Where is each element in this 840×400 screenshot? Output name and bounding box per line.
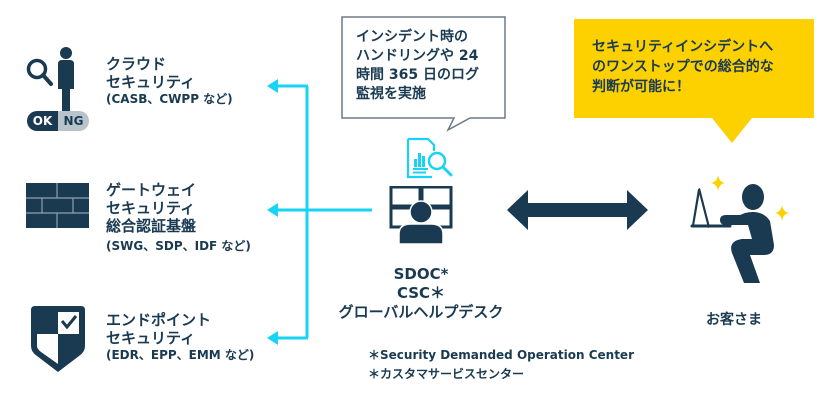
- callout-line: のワンストップでの総合的な: [592, 59, 774, 75]
- ok-ng-badge: OK NG: [27, 111, 89, 131]
- bubble-line: 時間 365 日のログ: [356, 67, 479, 83]
- badge-ok: OK: [27, 111, 58, 131]
- speech-bubble: [341, 16, 506, 132]
- category-title-line: セキュリティ: [106, 329, 196, 347]
- shield-check-icon: [31, 306, 85, 372]
- arrowhead-cloud-icon: [267, 79, 278, 93]
- monitoring-operator-icon: [389, 186, 453, 244]
- sparkle-icon: [711, 175, 725, 191]
- sparkle-icon: [775, 205, 789, 221]
- category-title-line: セキュリティ: [106, 73, 196, 91]
- category-title-line: セキュリティ: [106, 199, 196, 217]
- firewall-icon: [26, 183, 89, 228]
- double-arrow-icon: [507, 190, 648, 230]
- category-examples: (SWG、SDP、IDF など): [106, 239, 251, 253]
- speech-bubble-text: インシデント時の ハンドリングや 24 時間 365 日のログ 監視を実施: [356, 28, 501, 104]
- category-title-line: 総合認証基盤: [106, 217, 197, 235]
- arrowhead-gateway-icon: [267, 203, 278, 217]
- callout-line: 判断が可能に！: [592, 79, 690, 95]
- center-label-line: グローバルヘルプデスク: [338, 303, 504, 321]
- person-magnifier-icon: [26, 47, 74, 114]
- bubble-line: インシデント時の: [356, 29, 468, 45]
- footnote: ＊Security Demanded Operation Center: [368, 348, 634, 362]
- category-title-line: クラウド: [106, 55, 167, 73]
- yellow-callout: [574, 19, 814, 143]
- category-title-line: エンドポイント: [106, 311, 212, 329]
- report-analysis-icon: [406, 137, 453, 179]
- badge-ng: NG: [58, 111, 89, 131]
- callout-line: セキュリティインシデントへ: [592, 39, 774, 55]
- category-examples: (CASB、CWPP など): [106, 92, 233, 106]
- customer-label: お客さま: [706, 312, 762, 328]
- category-examples: (EDR、EPP、EMM など): [106, 348, 255, 362]
- bubble-line: ハンドリングや 24: [356, 48, 479, 64]
- footnote: ＊カスタマサービスセンター: [368, 367, 525, 381]
- footnotes: ＊Security Demanded Operation Center ＊カスタ…: [368, 346, 634, 384]
- center-label: SDOC* CSC＊ グローバルヘルプデスク: [300, 265, 542, 322]
- category-title-line: ゲートウェイ: [106, 181, 197, 199]
- arrowhead-endpoint-icon: [267, 331, 278, 345]
- customer-at-computer-icon: [690, 175, 789, 283]
- bubble-line: 監視を実施: [356, 86, 426, 102]
- center-label-line: SDOC*: [393, 265, 449, 283]
- yellow-callout-text: セキュリティインシデントへ のワンストップでの総合的な 判断が可能に！: [592, 37, 807, 97]
- center-label-line: CSC＊: [396, 284, 446, 302]
